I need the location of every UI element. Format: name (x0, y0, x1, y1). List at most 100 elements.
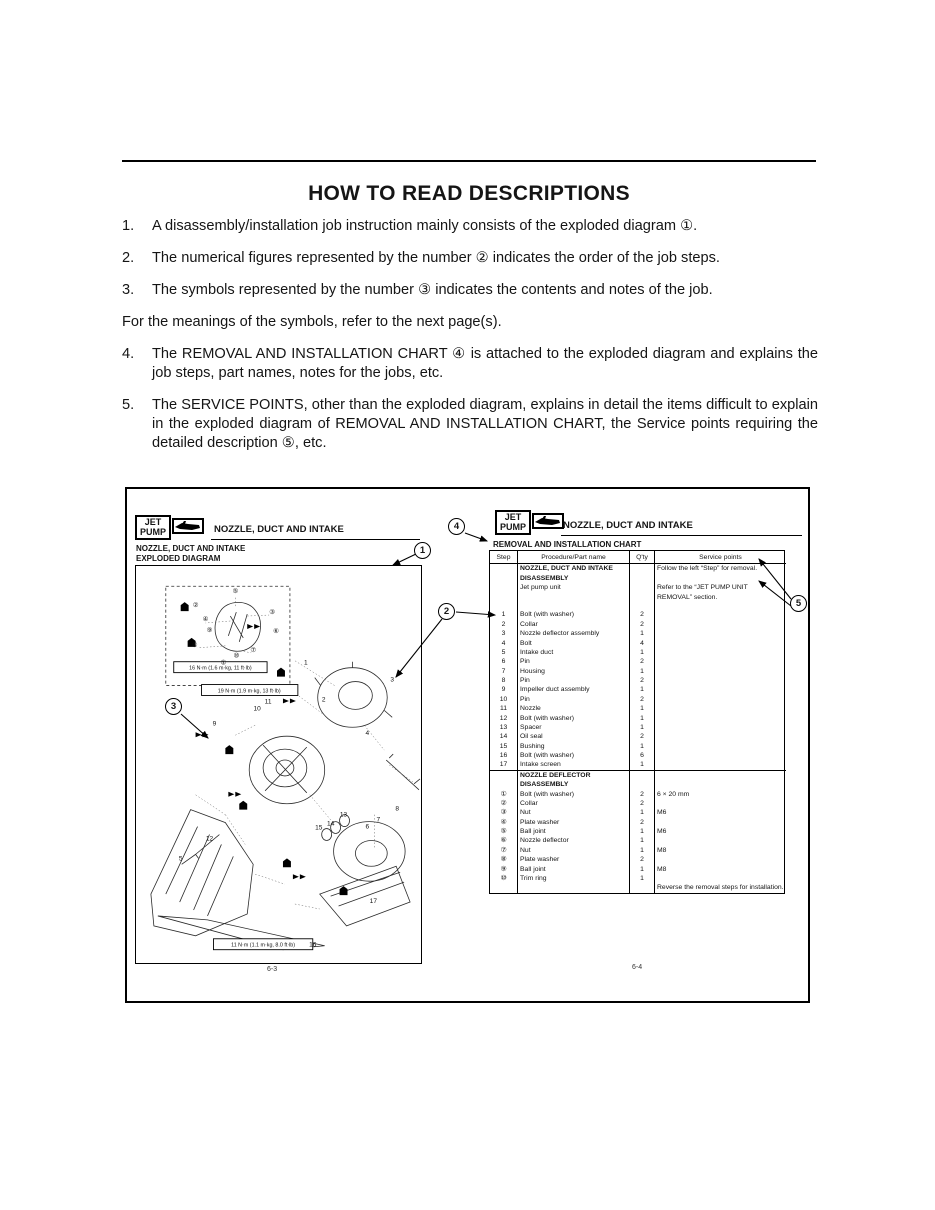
section-title-line1: NOZZLE, DUCT AND INTAKE (136, 544, 246, 553)
table-cell: Impeller duct assembly (518, 685, 630, 695)
jet-pump-tab-label: JET PUMP (495, 510, 532, 535)
item-text: The SERVICE POINTS, other than the explo… (152, 397, 818, 451)
table-cell: ⑨ (490, 864, 518, 874)
part-number-label: 14 (327, 821, 335, 828)
table-cell (518, 883, 630, 893)
part-number-label: 10 (254, 705, 262, 712)
table-cell: 1 (630, 629, 655, 639)
item-number: 1. (122, 218, 135, 234)
part-number-label: 17 (370, 898, 378, 905)
table-cell: 6 × 20 mm (657, 790, 690, 798)
table-cell: 5 (490, 647, 518, 658)
table-cell: 1 (630, 647, 655, 658)
table-cell: 10 (490, 694, 518, 705)
item-number: 3. (122, 282, 135, 298)
part-number-label: 6 (366, 824, 370, 831)
table-cell (655, 760, 786, 769)
part-number-label: 4 (366, 730, 370, 737)
tab-line1: JET (144, 517, 162, 527)
item-number: 5. (122, 397, 135, 413)
table-cell: 2 (630, 798, 655, 809)
table-cell (655, 732, 786, 741)
table-cell: 1 (630, 760, 655, 770)
tab-line2: PUMP (500, 521, 527, 532)
table-cell: ⑦ (490, 845, 518, 856)
inset-step-label: ① (221, 660, 227, 667)
table-cell: Plate washer (518, 855, 630, 865)
list-item: 2. The numerical figures represented by … (122, 249, 818, 268)
table-cell: Bolt (with washer) (518, 713, 630, 723)
chart-title: REMOVAL AND INSTALLATION CHART (493, 540, 642, 549)
table-cell: 1 (630, 845, 655, 856)
table-cell: 2 (630, 619, 655, 630)
table-cell: 12 (490, 713, 518, 723)
table-cell (490, 601, 518, 611)
example-figure: JET PUMP NOZZLE, DUCT AND INTAKE NOZZLE,… (125, 487, 810, 1003)
table-cell: 2 (630, 657, 655, 667)
grease-symbol-icon (277, 667, 285, 677)
table-cell (655, 799, 786, 808)
inset-step-label: ③ (269, 609, 275, 616)
instruction-list: 1. A disassembly/installation job instru… (122, 217, 818, 466)
table-cell: ② (490, 798, 518, 809)
table-cell: 2 (630, 817, 655, 828)
list-item: 1. A disassembly/installation job instru… (122, 217, 818, 236)
table-cell: 1 (630, 808, 655, 818)
table-cell: 15 (490, 741, 518, 752)
table-cell: Bolt (with washer) (518, 751, 630, 761)
table-row: Reverse the removal steps for installati… (490, 883, 784, 893)
table-cell: ③ (490, 808, 518, 818)
inset-step-label: ⑨ (207, 627, 213, 634)
table-cell (630, 601, 655, 611)
table-cell (655, 620, 786, 629)
item-text: A disassembly/installation job instructi… (152, 218, 698, 234)
table-cell: 11 (490, 704, 518, 714)
table-cell (630, 564, 655, 584)
table-cell: 1 (630, 685, 655, 695)
table-cell: Follow the left “Step” for removal. (657, 565, 758, 573)
left-section-title: NOZZLE, DUCT AND INTAKE EXPLODED DIAGRAM (136, 544, 245, 563)
torque-spec-label: 16 N·m (1.6 m·kg, 11 ft·lb) (189, 666, 252, 672)
callout-4: 4 (448, 518, 465, 535)
table-cell (655, 723, 786, 732)
part-number-label: 16 (309, 942, 317, 949)
table-cell: 1 (630, 827, 655, 837)
left-chapter-tab: JET PUMP (135, 515, 205, 540)
item-text: The numerical figures represented by the… (152, 250, 720, 266)
table-cell: 1 (490, 610, 518, 620)
table-cell: 4 (630, 638, 655, 648)
table-cell (655, 714, 786, 723)
table-cell: Spacer (518, 722, 630, 733)
table-cell (490, 564, 518, 584)
table-cell (655, 685, 786, 694)
table-cell: 14 (490, 732, 518, 742)
table-cell: 2 (630, 855, 655, 865)
direction-arrow-icon (282, 698, 296, 704)
table-cell: Reverse the removal steps for installati… (657, 884, 784, 892)
table-cell: Pin (518, 676, 630, 686)
table-cell: Bolt (with washer) (518, 610, 630, 620)
part-number-label: 2 (322, 696, 326, 703)
direction-arrow-icon (195, 732, 209, 738)
callout-3: 3 (165, 698, 182, 715)
table-cell: 1 (630, 836, 655, 846)
table-cell (630, 883, 655, 893)
table-cell (655, 610, 786, 619)
grease-symbol-icon (282, 858, 291, 868)
grease-symbol-icon (180, 602, 189, 612)
table-cell (655, 704, 786, 713)
inset-step-label: ⑧ (192, 642, 198, 649)
callout-2: 2 (438, 603, 455, 620)
part-number-label: 11 (265, 698, 272, 705)
table-cell (655, 855, 786, 864)
table-cell: 1 (630, 704, 655, 714)
table-cell: 3 (490, 629, 518, 639)
table-cell (655, 602, 786, 611)
